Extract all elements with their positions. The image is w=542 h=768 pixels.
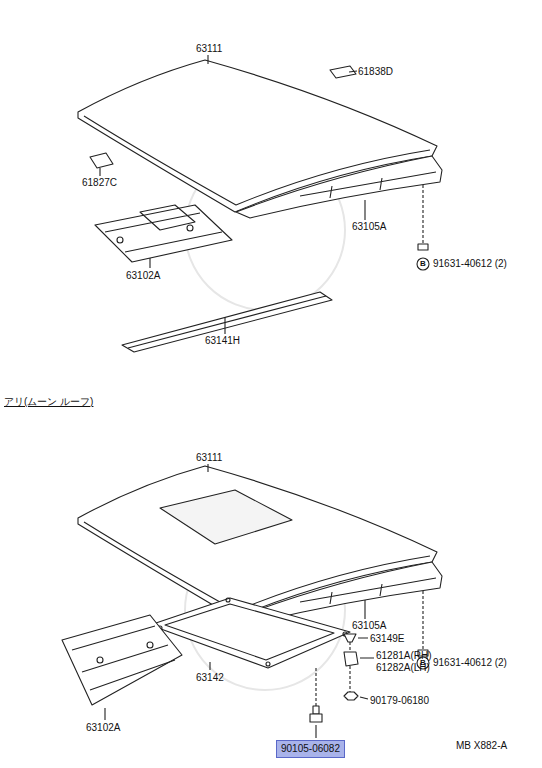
header-panel (62, 615, 182, 705)
header-panel (95, 205, 232, 262)
sunroof-frame (150, 598, 350, 668)
part-number: 63111 (196, 452, 222, 464)
part-number: 91631-40612 (2) (433, 657, 507, 669)
leader-line (105, 464, 374, 738)
part-number: 63105A (352, 620, 386, 632)
roof-bow (122, 292, 332, 352)
bracket (344, 642, 358, 692)
highlight-box: 90105-06082 (276, 740, 345, 758)
leader-line (100, 55, 365, 334)
part-number: 63141H (205, 335, 240, 347)
part-number: 63105A (352, 221, 386, 233)
callout-circle (417, 258, 429, 270)
part-number: 63111 (196, 43, 222, 55)
part-number: MB X882-A (456, 740, 507, 752)
part-number: 63102A (86, 722, 120, 734)
part-number: 90105-06082 (281, 743, 340, 755)
callout-letter: B (417, 258, 429, 270)
part-number: 61281A(RH) (376, 650, 432, 662)
part-number: 63142 (196, 672, 224, 684)
part-number: 61827C (82, 177, 117, 189)
roof-bolt (418, 185, 428, 250)
part-number: 91631-40612 (2) (433, 258, 507, 270)
part-number: 61838D (358, 66, 393, 78)
nut (344, 692, 358, 700)
patch-part (90, 153, 113, 168)
part-number: 63149E (370, 633, 404, 645)
part-number: 61282A(LH) (376, 662, 430, 674)
bolt (310, 668, 322, 722)
part-number: 63102A (126, 270, 160, 282)
section-heading: アリ(ムーン ルーフ) (4, 396, 93, 408)
part-number: 90179-06180 (370, 695, 429, 707)
roof-rail (236, 156, 442, 218)
bracket (344, 634, 356, 642)
